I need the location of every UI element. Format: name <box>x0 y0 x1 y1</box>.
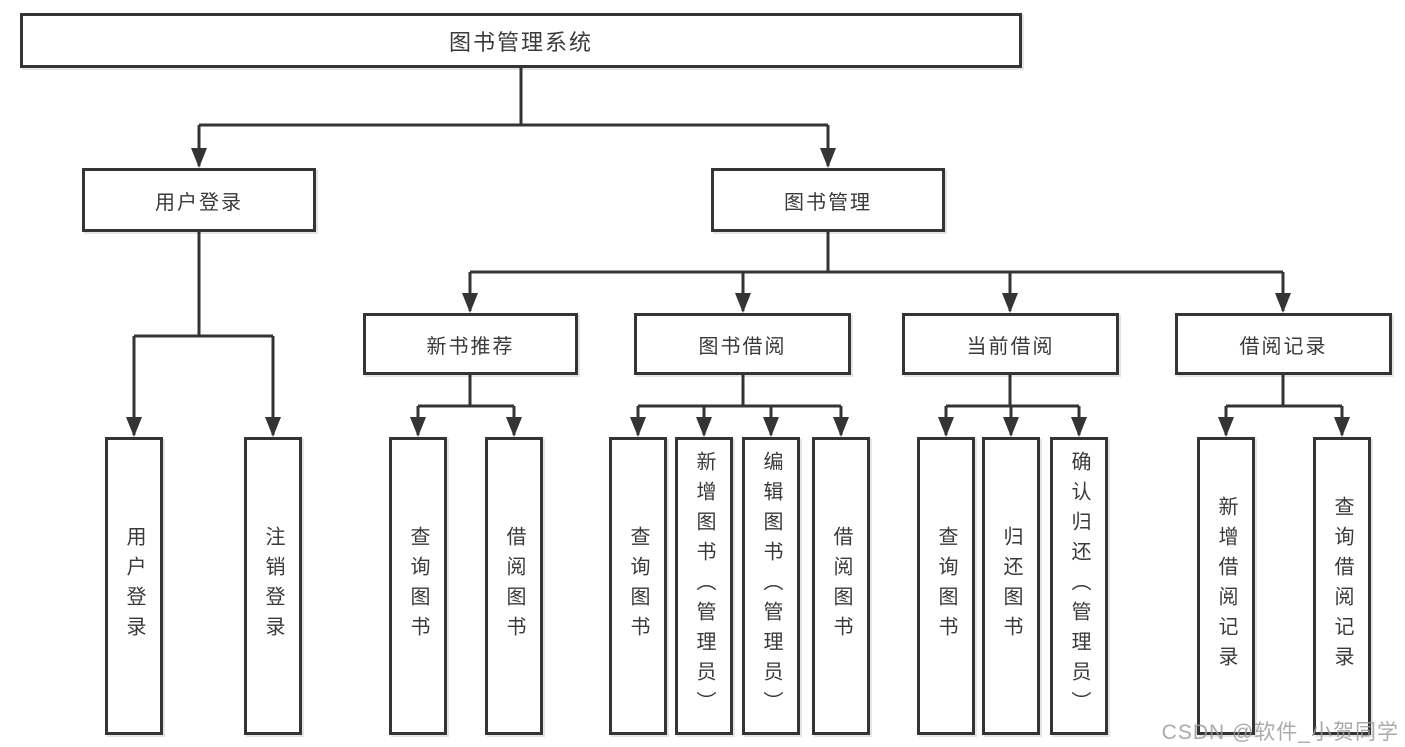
leaf-bb-query-books: 查询图书 <box>609 437 667 735</box>
leaf-cb-return-books: 归还图书 <box>982 437 1040 735</box>
leaf-bb-borrow-books: 借阅图书 <box>812 437 870 735</box>
leaf-br-add-record: 新增借阅记录 <box>1197 437 1255 735</box>
leaf-br-query-record: 查询借阅记录 <box>1313 437 1371 735</box>
leaf-logout: 注销登录 <box>244 437 302 735</box>
node-current-borrow: 当前借阅 <box>902 313 1119 375</box>
leaf-user-login: 用户登录 <box>105 437 163 735</box>
leaf-nb-query-books: 查询图书 <box>389 437 447 735</box>
node-user-login: 用户登录 <box>82 168 316 232</box>
leaf-bb-add-books-admin: 新增图书（管理员） <box>675 437 733 735</box>
csdn-watermark: CSDN @软件_小贺同学 <box>1161 721 1399 744</box>
leaf-bb-edit-books-admin: 编辑图书（管理员） <box>742 437 800 735</box>
leaf-cb-query-books: 查询图书 <box>917 437 975 735</box>
node-library-management-system: 图书管理系统 <box>20 13 1022 68</box>
leaf-cb-confirm-return-admin: 确认归还（管理员） <box>1050 437 1108 735</box>
node-borrow-records: 借阅记录 <box>1175 313 1392 375</box>
node-book-management: 图书管理 <box>711 168 945 232</box>
node-new-book-recommend: 新书推荐 <box>363 313 578 375</box>
node-book-borrow: 图书借阅 <box>634 313 851 375</box>
leaf-nb-borrow-books: 借阅图书 <box>485 437 543 735</box>
